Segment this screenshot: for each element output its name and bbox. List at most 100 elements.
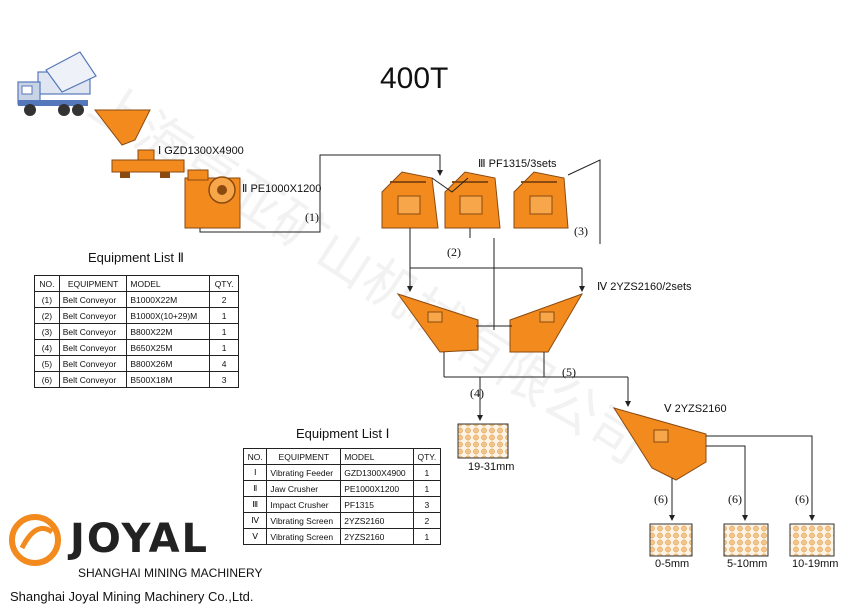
table-cell: Belt Conveyor [58, 339, 128, 356]
table-cell: B1000X(10+29)M [126, 307, 211, 324]
screen-single-label: Ⅴ 2YZS2160 [664, 403, 727, 415]
feeder-label: Ⅰ GZD1300X4900 [158, 145, 244, 157]
table-cell: Belt Conveyor [58, 355, 128, 372]
table-row: Ⅰ Vibrating Feeder GZD1300X4900 1 [242, 464, 442, 481]
table-cell: Jaw Crusher [266, 480, 342, 497]
jaw-crusher-icon [184, 169, 241, 229]
product-pile-icon [789, 523, 835, 557]
table-row: (2) Belt Conveyor B1000X(10+29)M 1 [34, 307, 239, 324]
company-name: Shanghai Joyal Mining Machinery Co.,Ltd. [10, 589, 254, 604]
table-cell: 2YZS2160 [340, 512, 414, 529]
table-row: (1) Belt Conveyor B1000X22M 2 [34, 291, 239, 308]
table-row: (6) Belt Conveyor B500X18M 3 [34, 371, 239, 388]
conveyor-mark: (1) [305, 210, 319, 224]
jaw-crusher-label: Ⅱ PE1000X1200 [242, 183, 322, 195]
product-label: 10-19mm [792, 558, 839, 570]
table-cell: 3 [209, 371, 239, 388]
column-header: QTY. [412, 448, 442, 465]
table-cell: Impact Crusher [266, 496, 342, 513]
table-cell: 1 [412, 464, 442, 481]
table-cell: PF1315 [340, 496, 414, 513]
table-cell: Vibrating Feeder [266, 464, 342, 481]
table-row: (5) Belt Conveyor B800X26M 4 [34, 355, 239, 372]
equipment-list-1-title: Equipment List Ⅰ [296, 426, 390, 441]
conveyor-mark: (5) [562, 365, 576, 379]
column-header: MODEL [126, 275, 211, 292]
table-cell: Ⅴ [242, 528, 268, 545]
table-cell: Ⅱ [242, 480, 268, 497]
conveyor-mark: (4) [470, 386, 484, 400]
conveyor-mark: (6) [795, 492, 809, 506]
table-row: (4) Belt Conveyor B650X25M 1 [34, 339, 239, 356]
table-cell: Belt Conveyor [58, 323, 128, 340]
table-cell: B800X26M [126, 355, 211, 372]
conveyor-mark: (3) [574, 224, 588, 238]
table-cell: Ⅳ [242, 512, 268, 529]
logo-name: JOYAL [70, 516, 210, 562]
table-cell: 2YZS2160 [340, 528, 414, 545]
vibrating-screen-icon [396, 293, 479, 353]
hopper-icon [93, 109, 151, 146]
page-title: 400T [380, 62, 449, 95]
column-header: EQUIPMENT [58, 275, 128, 292]
screen-pair-label: Ⅳ 2YZS2160/2sets [597, 281, 692, 293]
conveyor-mark: (6) [654, 492, 668, 506]
table-cell: 1 [412, 480, 442, 497]
dump-truck-icon [17, 51, 97, 116]
product-label: 19-31mm [468, 461, 515, 473]
table-cell: Ⅲ [242, 496, 268, 513]
table-cell: (2) [34, 307, 60, 324]
table-cell: PE1000X1200 [340, 480, 414, 497]
table-cell: B650X25M [126, 339, 211, 356]
table-cell: GZD1300X4900 [340, 464, 414, 481]
table-cell: 1 [209, 339, 239, 356]
table-row: Ⅳ Vibrating Screen 2YZS2160 2 [242, 512, 442, 529]
column-header: EQUIPMENT [266, 448, 342, 465]
equipment-list-2-title: Equipment List Ⅱ [88, 250, 185, 265]
table-row: (3) Belt Conveyor B800X22M 1 [34, 323, 239, 340]
table-cell: 1 [209, 323, 239, 340]
conveyor-mark: (2) [447, 245, 461, 259]
product-label: 0-5mm [655, 558, 690, 570]
table-cell: 3 [412, 496, 442, 513]
table-cell: B500X18M [126, 371, 211, 388]
table-header-row: NO. EQUIPMENT MODEL QTY. [242, 448, 442, 465]
table-cell: 1 [209, 307, 239, 324]
table-cell: 2 [209, 291, 239, 308]
product-pile-icon [649, 523, 693, 557]
table-row: Ⅲ Impact Crusher PF1315 3 [242, 496, 442, 513]
table-cell: Belt Conveyor [58, 307, 128, 324]
product-pile-icon [723, 523, 769, 557]
table-cell: 1 [412, 528, 442, 545]
table-cell: Ⅰ [242, 464, 268, 481]
equipment-list-2-table: NO. EQUIPMENT MODEL QTY. (1) Belt Convey… [34, 275, 239, 388]
vibrating-screen-icon [509, 293, 584, 353]
table-cell: (4) [34, 339, 60, 356]
table-cell: (6) [34, 371, 60, 388]
column-header: NO. [242, 448, 268, 465]
table-row: Ⅴ Vibrating Screen 2YZS2160 1 [242, 528, 442, 545]
table-cell: B1000X22M [126, 291, 211, 308]
table-cell: Belt Conveyor [58, 291, 128, 308]
vibrating-screen-icon [612, 407, 707, 481]
product-label: 5-10mm [727, 558, 768, 570]
table-cell: (1) [34, 291, 60, 308]
column-header: NO. [34, 275, 60, 292]
impact-crusher-icon [381, 171, 439, 229]
column-header: QTY. [209, 275, 239, 292]
table-cell: (3) [34, 323, 60, 340]
impact-crusher-icon [444, 171, 501, 229]
column-header: MODEL [340, 448, 414, 465]
equipment-list-1-table: NO. EQUIPMENT MODEL QTY. Ⅰ Vibrating Fee… [242, 448, 442, 545]
flow-lines [199, 154, 813, 520]
table-cell: Vibrating Screen [266, 512, 342, 529]
feeder-icon [111, 149, 185, 178]
table-header-row: NO. EQUIPMENT MODEL QTY. [34, 275, 239, 292]
impact-crusher-label: Ⅲ PF1315/3sets [478, 158, 557, 170]
table-cell: 4 [209, 355, 239, 372]
table-cell: Vibrating Screen [266, 528, 342, 545]
table-cell: (5) [34, 355, 60, 372]
joyal-logo-icon [9, 514, 61, 566]
conveyor-mark: (6) [728, 492, 742, 506]
